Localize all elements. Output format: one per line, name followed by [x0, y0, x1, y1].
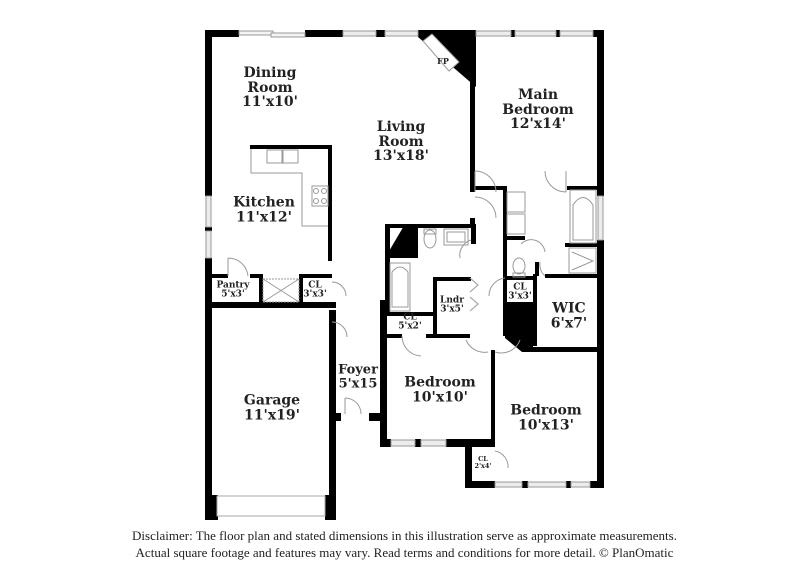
disclaimer-line-2: Actual square footage and features may v… [135, 545, 674, 560]
room-label-garage: Garage 11'x19' [243, 392, 301, 423]
room-label-closet-bath: CL 5'x2' [398, 312, 422, 332]
sliding-door [238, 30, 306, 38]
fireplace-label: FP [437, 55, 449, 66]
garage-door [216, 495, 326, 517]
room-label-wic: WIC 6'x7' [550, 300, 588, 331]
room-label-closet-bedroom-3: CL 2'x4' [474, 455, 492, 470]
disclaimer: Disclaimer: The floor plan and stated di… [0, 527, 809, 561]
disclaimer-line-1: Disclaimer: The floor plan and stated di… [132, 528, 677, 543]
room-label-main-bedroom: Main Bedroom 12'x14' [502, 86, 574, 133]
windows [205, 30, 604, 488]
room-label-laundry: Lndr 3'x5' [440, 295, 464, 315]
room-label-kitchen: Kitchen 11'x12' [233, 194, 295, 225]
room-label-bedroom-2: Bedroom 10'x10' [404, 374, 476, 405]
interior-walls [205, 30, 604, 447]
room-label-living: Living Room 13'x18' [373, 118, 429, 165]
room-label-closet-kitchen: CL 3'x3' [303, 280, 327, 300]
fixtures [250, 33, 597, 312]
room-label-bedroom-3: Bedroom 10'x13' [510, 402, 582, 433]
room-label-foyer: Foyer 5'x15 [338, 362, 378, 391]
room-label-dining: Dining Room 11'x10' [242, 64, 298, 111]
door-swings [227, 170, 567, 469]
room-label-closet-hall: CL 3'x3' [508, 282, 532, 302]
room-label-pantry: Pantry 5'x3' [216, 280, 250, 300]
